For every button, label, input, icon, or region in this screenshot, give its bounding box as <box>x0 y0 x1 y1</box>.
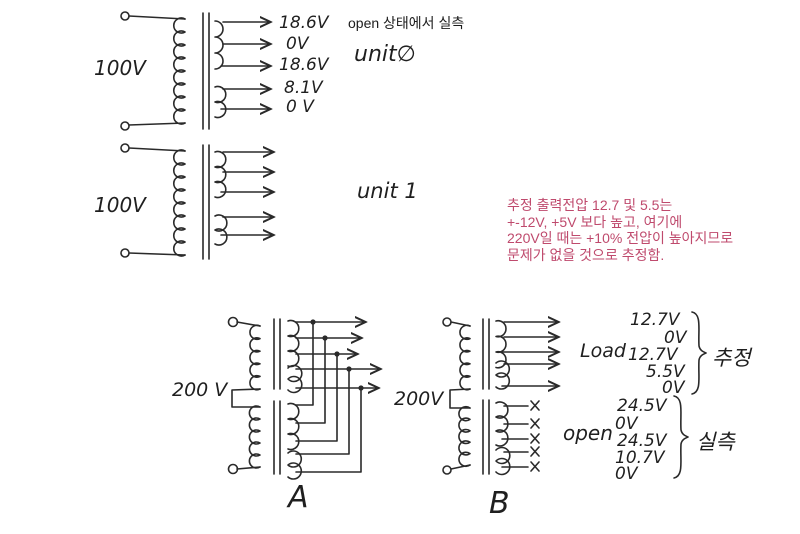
open-output-voltage: 0V <box>615 414 638 434</box>
primary-coil <box>172 149 186 257</box>
unit1-primary-voltage-label: 100V <box>94 193 146 217</box>
secondary-lower-coil-1 <box>287 402 300 451</box>
brace-estimated <box>691 311 707 395</box>
junction-dot <box>310 319 316 325</box>
terminal-icon <box>227 316 239 328</box>
unit0-output-voltage: 18.6V <box>279 13 329 33</box>
open-output-voltage: 0V <box>615 464 638 484</box>
unit0-primary-voltage-label: 100V <box>94 56 146 80</box>
circuit-a-label: A <box>288 480 309 515</box>
terminal-icon <box>120 11 130 21</box>
unit1-label: unit 1 <box>357 179 418 203</box>
parallel-link-wire <box>295 353 338 442</box>
secondary-coil-lower <box>214 85 227 119</box>
open-label: open <box>563 421 613 445</box>
primary-coil <box>172 17 186 125</box>
parallel-link-wire <box>295 387 362 473</box>
junction-dot <box>334 351 340 357</box>
core-lines <box>202 12 210 130</box>
annotation-line: 문제가 없을 것으로 추정함. <box>507 246 665 263</box>
open-x-mark <box>530 461 540 472</box>
secondary-upper-coil-2 <box>287 364 303 394</box>
measured-tag: 실측 <box>696 430 735 454</box>
open-x-mark <box>530 446 540 457</box>
open-stub-wires <box>501 405 529 468</box>
open-x-mark <box>530 418 540 429</box>
parallel-link-wire <box>295 337 326 424</box>
terminal-icon <box>442 317 452 327</box>
primary-coil-lower <box>458 405 471 468</box>
unit1-transformer-drawing <box>120 143 305 260</box>
load-output-voltage: 0V <box>662 378 685 398</box>
parallel-link-wire <box>295 321 314 406</box>
open-output-voltage: 24.5V <box>617 431 667 451</box>
secondary-upper-coil-1 <box>287 319 300 368</box>
circuit-a-drawing <box>227 305 395 480</box>
load-output-voltage: 12.7V <box>630 310 680 330</box>
primary-wires <box>236 321 261 470</box>
secondary-coil-upper <box>214 20 224 70</box>
unit0-label: unit∅ <box>354 42 416 67</box>
load-output-voltage: 12.7V <box>628 345 678 365</box>
primary-coil-upper <box>459 324 471 391</box>
secondary-coil-upper <box>214 150 227 199</box>
terminal-icon <box>227 463 239 475</box>
junction-dot <box>358 385 364 391</box>
terminal-icon <box>120 248 130 258</box>
circuit-b-label: B <box>489 486 510 521</box>
unit0-output-voltage: 8.1V <box>284 78 323 98</box>
secondary-upper-coil-1 <box>495 319 507 369</box>
primary-wires <box>128 15 186 126</box>
estimated-tag: 추정 <box>712 346 751 370</box>
core-lines <box>202 144 210 260</box>
terminal-icon <box>442 465 452 475</box>
primary-center-link <box>231 388 261 408</box>
open-x-mark <box>530 433 540 444</box>
circuit-a-primary-voltage-label: 200 V <box>172 379 228 401</box>
primary-coil-lower <box>248 405 261 469</box>
annotation-line: 220V일 때는 +10% 전압이 높아지므로 <box>507 230 734 246</box>
unit0-transformer-drawing <box>120 11 285 131</box>
terminal-icon <box>120 143 130 153</box>
load-output-voltage: 0V <box>664 328 687 348</box>
open-output-voltage: 24.5V <box>617 396 667 416</box>
open-measurement-note: open 상태에서 실측 <box>348 15 465 31</box>
unit0-output-voltage: 0 V <box>286 97 314 117</box>
load-output-voltage: 5.5V <box>646 362 685 382</box>
primary-coil-upper <box>249 324 261 391</box>
load-label: Load <box>580 340 626 362</box>
primary-center-link <box>449 388 471 409</box>
annotation-line: +-12V, +5V 보다 높고, 여기에 <box>507 213 683 230</box>
core-lines <box>482 318 490 475</box>
estimate-annotation-note: 추정 출력전압 12.7 및 5.5는 +-12V, +5V 보다 높고, 여기… <box>507 197 733 263</box>
junction-dot <box>346 366 352 372</box>
secondary-lower-coil-2 <box>287 450 303 480</box>
secondary-lower-coil-2 <box>495 446 511 476</box>
open-x-mark <box>530 400 540 411</box>
circuit-b-primary-voltage-label: 200V <box>394 388 444 410</box>
annotation-line: 추정 출력전압 12.7 및 5.5는 <box>507 197 673 213</box>
brace-measured <box>673 395 689 479</box>
secondary-coil-lower <box>214 214 228 246</box>
junction-dot <box>322 335 328 341</box>
circuit-b-drawing <box>442 305 570 476</box>
open-output-voltage: 10.7V <box>615 448 665 468</box>
secondary-upper-coil-2 <box>495 360 511 390</box>
core-lines <box>273 318 281 475</box>
terminal-icon <box>120 121 130 131</box>
parallel-link-wire <box>295 368 350 455</box>
unit0-output-voltage: 18.6V <box>279 55 329 75</box>
unit0-output-voltage: 0V <box>286 34 309 54</box>
